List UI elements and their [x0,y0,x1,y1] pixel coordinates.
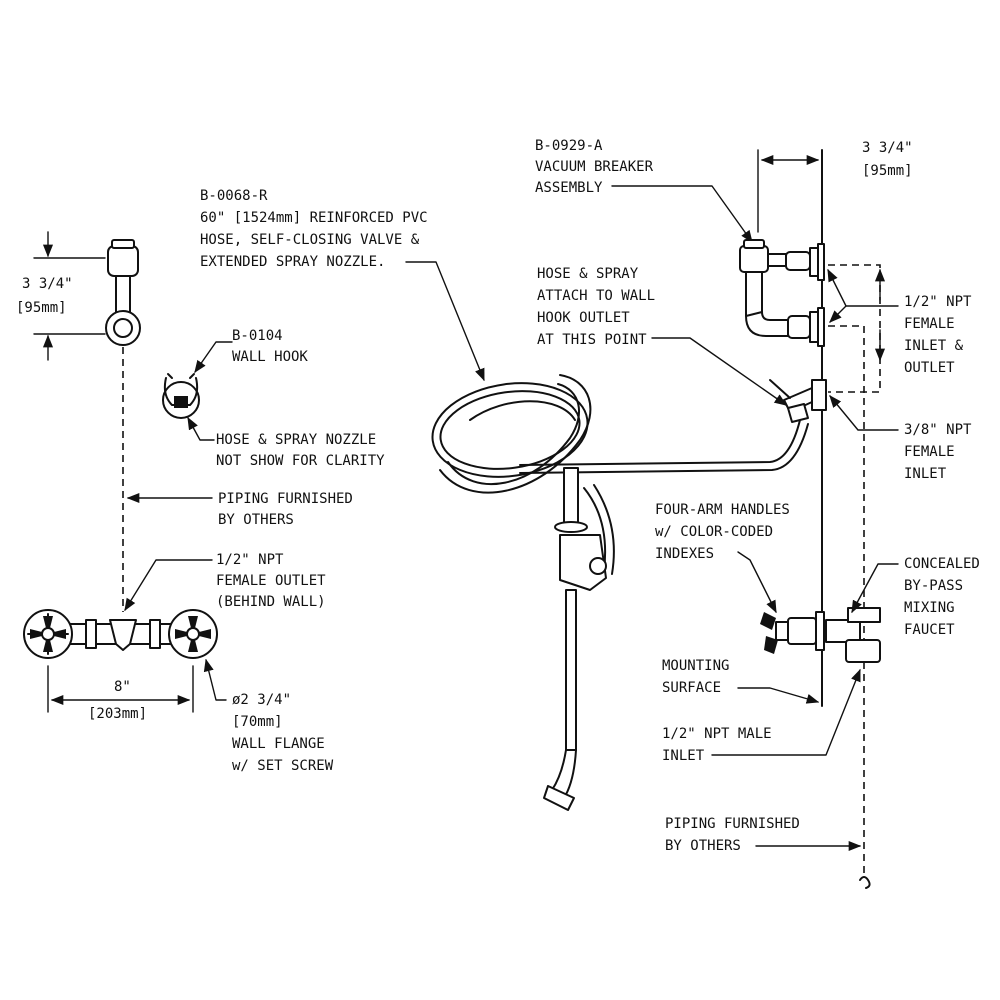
flange-line3: WALL FLANGE [232,736,325,752]
inlet-outlet-line4: OUTLET [904,360,955,376]
hose-line3: HOSE, SELF-CLOSING VALVE & [200,232,420,248]
hose-line2: 60" [1524mm] REINFORCED PVC [200,210,428,226]
left-piping-line2: BY OTHERS [218,512,294,528]
width-dim-line1: 8" [114,679,131,695]
width-dim-line2: [203mm] [88,706,147,722]
right-piping-dashed [828,264,886,889]
wall-hook-line2: WALL HOOK [232,349,308,365]
right-handle-cross-icon [168,609,218,659]
vacuum-line1: B-0929-A [535,138,603,154]
handles-line2: w/ COLOR-CODED [655,524,773,540]
attach-line4: AT THIS POINT [537,332,647,348]
hose-note-line1: HOSE & SPRAY NOZZLE [216,432,376,448]
right-view: 3 3/4" [95mm] B-0929-A VACUUM BREAKER AS… [535,138,980,889]
inlet-outlet-label: 1/2" NPT FEMALE INLET & OUTLET [827,268,972,376]
hose-line1: B-0068-R [200,188,268,204]
left-piping-label: PIPING FURNISHED BY OTHERS [126,491,353,528]
inlet-38-line3: INLET [904,466,947,482]
wall-hook-line1: B-0104 [232,328,283,344]
top-dim-line1: 3 3/4" [862,140,913,156]
inlet-outlet-line1: 1/2" NPT [904,294,972,310]
top-dim-line2: [95mm] [862,163,913,179]
front-vacuum-breaker [105,239,141,346]
faucet-line2: BY-PASS [904,578,963,594]
center-view: B-0068-R 60" [1524mm] REINFORCED PVC HOS… [200,188,809,811]
outlet-line3: (BEHIND WALL) [216,594,326,610]
vacuum-line3: ASSEMBLY [535,180,603,196]
hose-note: HOSE & SPRAY NOZZLE NOT SHOW FOR CLARITY [187,416,385,469]
left-piping-line1: PIPING FURNISHED [218,491,353,507]
left-handle-cross-icon [23,609,73,659]
vacuum-label: B-0929-A VACUUM BREAKER ASSEMBLY [535,138,753,244]
vertical-dim-line1: 3 3/4" [22,276,73,292]
handles-line3: INDEXES [655,546,714,562]
hose-line4: EXTENDED SPRAY NOZZLE. [200,254,385,270]
wall-hook-label: B-0104 WALL HOOK [194,328,308,374]
side-faucet [760,607,881,663]
inlet-outlet-line2: FEMALE [904,316,955,332]
right-piping-label: PIPING FURNISHED BY OTHERS [665,816,862,854]
right-piping-line1: PIPING FURNISHED [665,816,800,832]
coiled-hose [431,374,809,494]
male-inlet-label: 1/2" NPT MALE INLET [662,668,861,764]
outlet-line2: FEMALE OUTLET [216,573,326,589]
male-inlet-line1: 1/2" NPT MALE [662,726,772,742]
mounting-line1: MOUNTING [662,658,729,674]
front-faucet-body [61,619,183,651]
flange-line2: [70mm] [232,714,283,730]
flange-label: ø2 3/4" [70mm] WALL FLANGE w/ SET SCREW [203,658,334,774]
wall-hook [162,373,200,419]
inlet-38-line2: FEMALE [904,444,955,460]
flange-line4: w/ SET SCREW [232,758,334,774]
flange-line1: ø2 3/4" [232,692,291,708]
male-inlet-line2: INLET [662,748,705,764]
left-view: 3 3/4" [95mm] B-0104 WALL HOOK HOSE [16,231,385,774]
hose-note-line2: NOT SHOW FOR CLARITY [216,453,385,469]
faucet-line3: MIXING [904,600,955,616]
faucet-line1: CONCEALED [904,556,980,572]
attach-line1: HOSE & SPRAY [537,266,639,282]
inlet-38-label: 3/8" NPT FEMALE INLET [829,395,972,482]
outlet-label: 1/2" NPT FEMALE OUTLET (BEHIND WALL) [124,552,326,612]
top-dimension: 3 3/4" [95mm] [757,140,913,233]
right-piping-line2: BY OTHERS [665,838,741,854]
vacuum-line2: VACUUM BREAKER [535,159,654,175]
vertical-dim-line2: [95mm] [16,300,67,316]
faucet-line4: FAUCET [904,622,955,638]
spray-valve [543,467,615,811]
outlet-line1: 1/2" NPT [216,552,284,568]
hook-outlet [769,379,827,423]
handles-line1: FOUR-ARM HANDLES [655,502,790,518]
side-vacuum-breaker [739,239,825,347]
handles-label: FOUR-ARM HANDLES w/ COLOR-CODED INDEXES [655,502,790,614]
inlet-38-line1: 3/8" NPT [904,422,972,438]
mounting-line2: SURFACE [662,680,721,696]
vertical-dimension: 3 3/4" [95mm] [16,231,106,361]
inlet-outlet-line3: INLET & [904,338,964,354]
attach-label: HOSE & SPRAY ATTACH TO WALL HOOK OUTLET … [537,266,788,406]
hose-label: B-0068-R 60" [1524mm] REINFORCED PVC HOS… [200,188,485,382]
width-dimension: 8" [203mm] [47,665,194,722]
attach-line2: ATTACH TO WALL [537,288,655,304]
mounting-label: MOUNTING SURFACE [662,658,820,704]
attach-line3: HOOK OUTLET [537,310,630,326]
faucet-label: CONCEALED BY-PASS MIXING FAUCET [851,556,980,638]
